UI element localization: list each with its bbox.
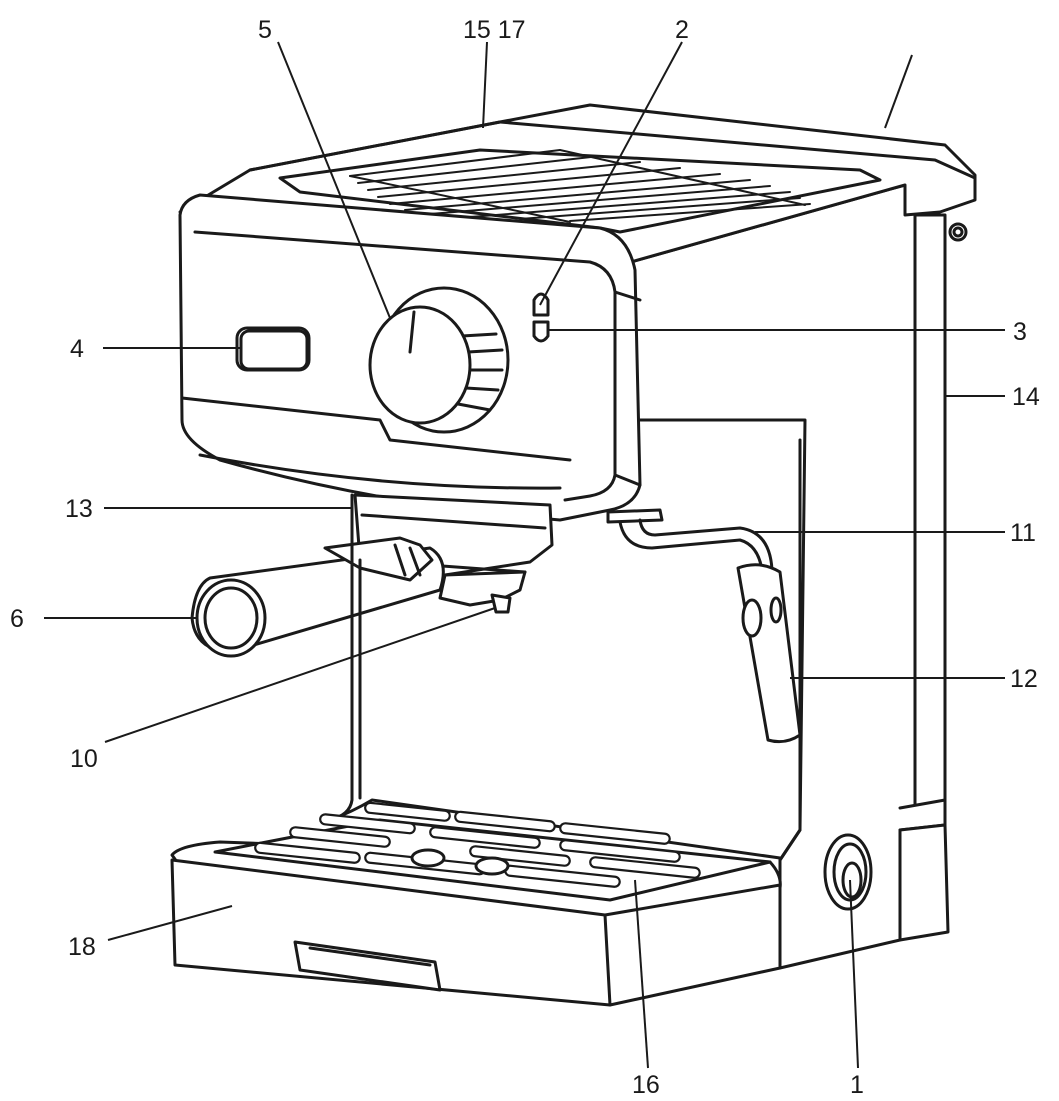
- callout-13: 13: [65, 495, 93, 523]
- callout-5: 5: [258, 16, 272, 44]
- steam-wand[interactable]: [606, 508, 802, 744]
- callout-14: 14: [1012, 383, 1040, 411]
- top-lid: [178, 103, 977, 267]
- callout-12: 12: [1010, 665, 1038, 693]
- cup-warmer-grille: [349, 149, 811, 223]
- callout-2: 2: [675, 16, 689, 44]
- indicator-light-bottom: [532, 320, 550, 343]
- callout-18: 18: [68, 933, 96, 961]
- selector-knob[interactable]: [368, 286, 510, 434]
- filter-holder[interactable]: [190, 493, 554, 658]
- callout-15-17: 15 17: [463, 16, 526, 44]
- drip-grid: [254, 801, 701, 888]
- leader-lines: [44, 41, 1005, 1069]
- callout-16: 16: [632, 1071, 660, 1099]
- callout-10: 10: [70, 745, 98, 773]
- callout-4: 4: [70, 335, 84, 363]
- callout-labels: 1 2 3 4 5 6 10 11 12 13 14 15 17 16 18: [10, 16, 1040, 1099]
- base: [778, 438, 802, 862]
- callout-6: 6: [10, 605, 24, 633]
- callout-3: 3: [1013, 318, 1027, 346]
- callout-1: 1: [850, 1071, 864, 1099]
- power-button[interactable]: [235, 326, 311, 372]
- drip-tray[interactable]: [170, 798, 782, 1007]
- callout-11: 11: [1010, 519, 1036, 547]
- steam-knob[interactable]: [823, 833, 873, 911]
